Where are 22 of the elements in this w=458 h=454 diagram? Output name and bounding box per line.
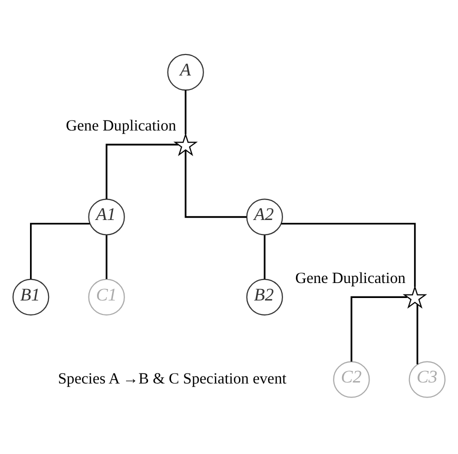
node-circle: C1 (88, 278, 125, 316)
node-label: Gene Duplication (295, 270, 406, 287)
node-label: Gene Duplication (66, 117, 176, 134)
connector (106, 144, 178, 200)
node-star (173, 132, 198, 156)
node-circle: A2 (246, 198, 283, 236)
node-circle: C3 (408, 361, 446, 398)
label: Species A →B & C Speciation event (58, 370, 286, 388)
connector (184, 150, 247, 218)
node-circle: B1 (12, 278, 50, 316)
node-circle: A1 (88, 198, 125, 236)
connector (184, 90, 186, 134)
connector (281, 222, 416, 287)
connector (416, 304, 418, 364)
node-circle: B2 (246, 278, 283, 316)
connector (30, 222, 90, 279)
node-star (402, 285, 428, 309)
connector (264, 235, 266, 280)
node-circle: C2 (333, 361, 370, 398)
connector (106, 235, 108, 280)
connector (350, 296, 408, 362)
node-circle: A (167, 54, 204, 91)
